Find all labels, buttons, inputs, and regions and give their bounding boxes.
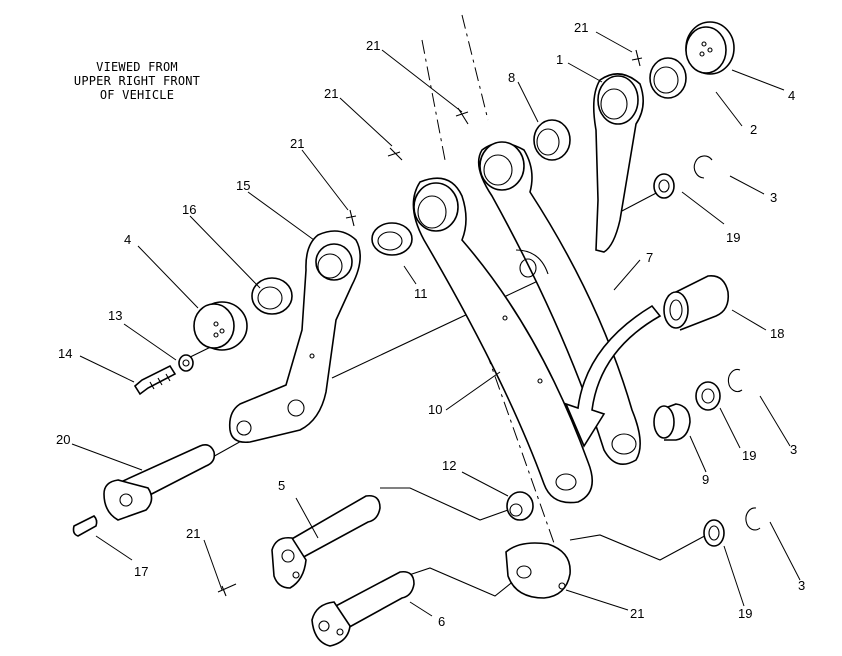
callout-19-bottom: 19 bbox=[738, 606, 752, 621]
washer-13 bbox=[178, 354, 194, 372]
callout-15: 15 bbox=[236, 178, 250, 193]
sleeve-18 bbox=[663, 275, 730, 331]
ring-2 bbox=[649, 57, 687, 99]
lever-1 bbox=[592, 73, 644, 253]
callout-19-mid: 19 bbox=[742, 448, 756, 463]
bushing-16 bbox=[251, 277, 293, 315]
callout-2: 2 bbox=[750, 122, 757, 137]
callout-labels: 1 2 3 3 3 4 4 5 6 7 8 9 10 11 12 13 14 1… bbox=[56, 20, 805, 629]
caption-line-1: VIEWED FROM bbox=[96, 60, 178, 74]
callout-19-top: 19 bbox=[726, 230, 740, 245]
callout-9: 9 bbox=[702, 472, 709, 487]
callout-3-top: 3 bbox=[770, 190, 777, 205]
washer-19-mid bbox=[695, 381, 721, 411]
callout-12: 12 bbox=[442, 458, 456, 473]
callout-8: 8 bbox=[508, 70, 515, 85]
washer-plate-left bbox=[193, 301, 248, 351]
callout-6: 6 bbox=[438, 614, 445, 629]
callout-21-left: 21 bbox=[290, 136, 304, 151]
callout-21-top-center: 21 bbox=[366, 38, 380, 53]
callout-21-bottom-left: 21 bbox=[186, 526, 200, 541]
bushing-8 bbox=[533, 119, 571, 161]
caption-line-3: OF VEHICLE bbox=[99, 88, 175, 102]
leader-lines bbox=[71, 31, 801, 617]
pin-6 bbox=[311, 570, 415, 647]
callout-7: 7 bbox=[646, 250, 653, 265]
callout-3-bottom: 3 bbox=[798, 578, 805, 593]
callout-18: 18 bbox=[770, 326, 784, 341]
snap-rings-3 bbox=[693, 155, 761, 531]
callout-21-center: 21 bbox=[324, 86, 338, 101]
install-arrow bbox=[564, 304, 662, 448]
bushing-11 bbox=[371, 222, 413, 256]
pin-17 bbox=[72, 515, 98, 537]
washer-19-bottom bbox=[703, 519, 725, 547]
bushing-12 bbox=[506, 491, 534, 521]
main-arm-7 bbox=[477, 141, 641, 466]
bushing-9 bbox=[653, 403, 691, 441]
callout-20: 20 bbox=[56, 432, 70, 447]
callout-13: 13 bbox=[108, 308, 122, 323]
callout-10: 10 bbox=[428, 402, 442, 417]
bolt-14 bbox=[133, 364, 177, 396]
callout-21-bottom-right: 21 bbox=[630, 606, 644, 621]
washer-plate-right bbox=[685, 21, 735, 75]
washer-19-top bbox=[653, 173, 675, 199]
callout-11: 11 bbox=[414, 286, 428, 301]
callout-21-top-right: 21 bbox=[574, 20, 588, 35]
caption-line-2: UPPER RIGHT FRONT bbox=[73, 74, 201, 88]
callout-17: 17 bbox=[134, 564, 148, 579]
callout-5: 5 bbox=[278, 478, 285, 493]
lower-collar bbox=[505, 542, 571, 599]
reference-centerlines bbox=[421, 14, 561, 561]
callout-16: 16 bbox=[182, 202, 196, 217]
callout-4-left: 4 bbox=[124, 232, 131, 247]
pin-20 bbox=[103, 444, 216, 521]
grease-fittings bbox=[217, 49, 643, 597]
view-caption: VIEWED FROM UPPER RIGHT FRONT OF VEHICLE bbox=[52, 60, 222, 102]
lever-arm-15 bbox=[228, 230, 361, 444]
pin-5 bbox=[271, 494, 381, 589]
callout-1: 1 bbox=[556, 52, 563, 67]
main-arm-10 bbox=[412, 177, 594, 504]
callout-14: 14 bbox=[58, 346, 72, 361]
callout-4-right: 4 bbox=[788, 88, 795, 103]
callout-3-mid: 3 bbox=[790, 442, 797, 457]
